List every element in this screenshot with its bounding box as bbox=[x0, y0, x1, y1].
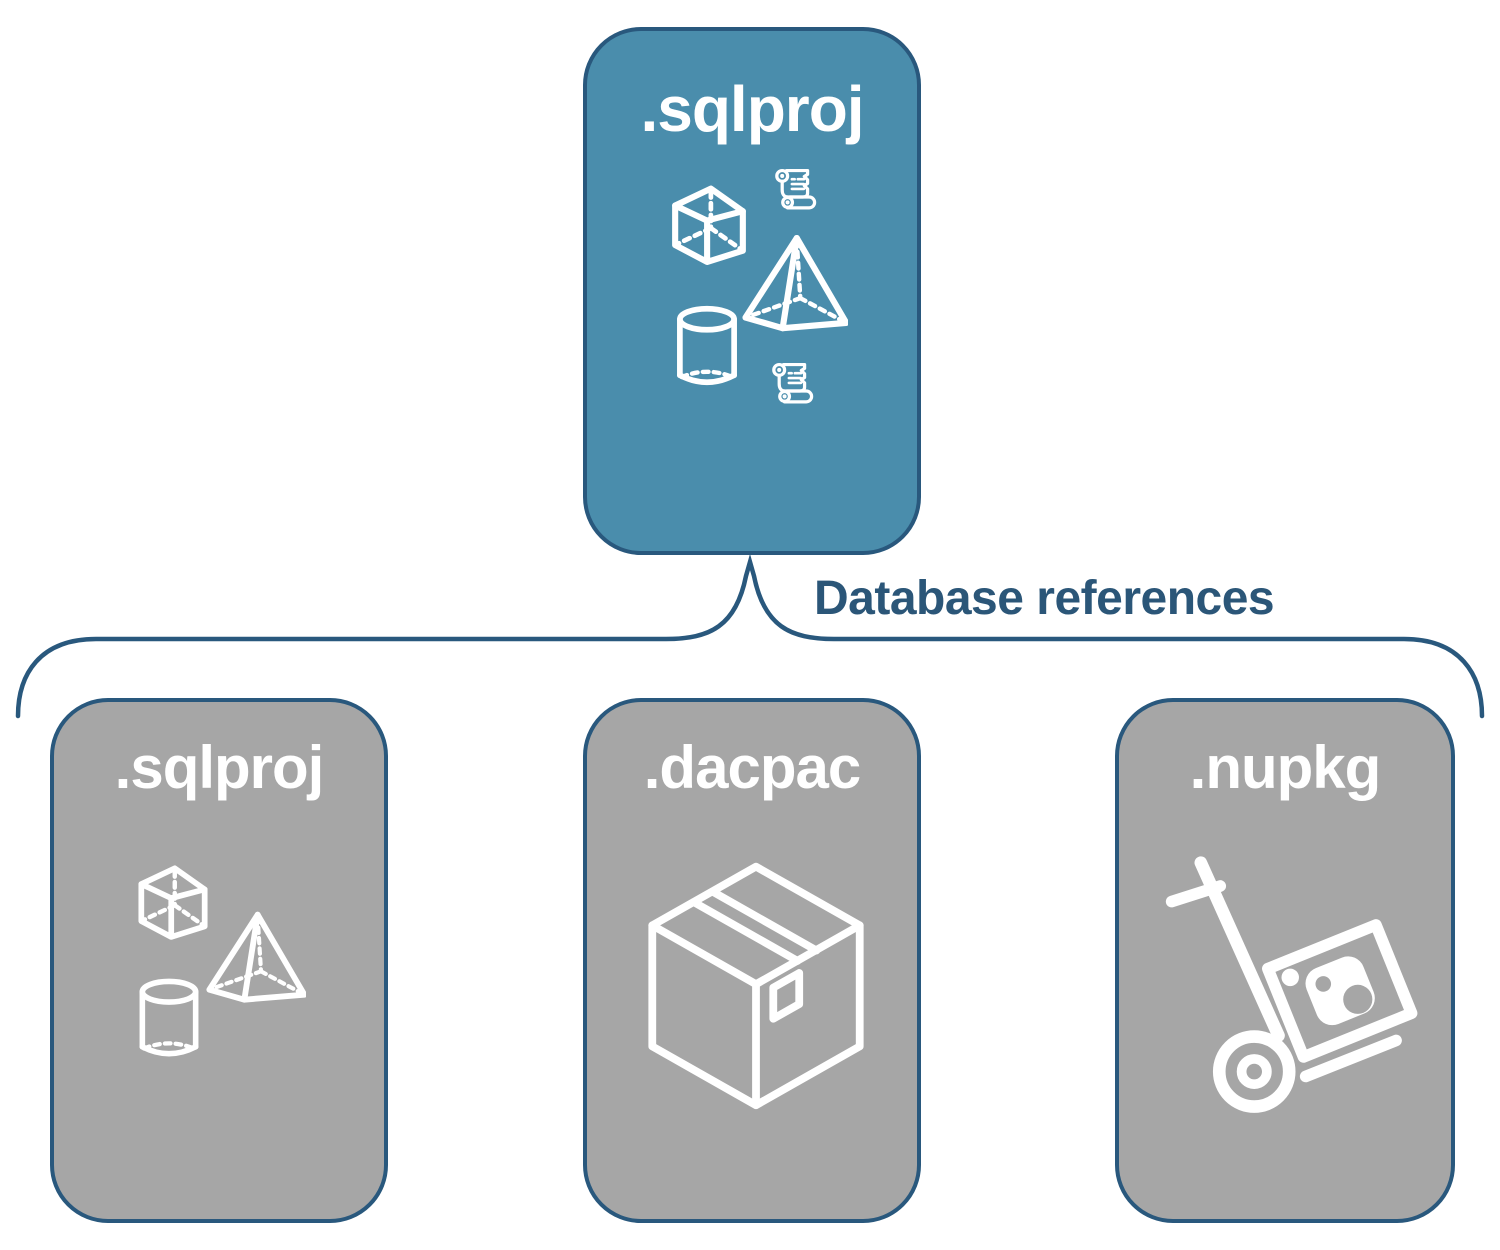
connector-label: Database references bbox=[814, 572, 1275, 625]
child-node-dacpac: .dacpac bbox=[583, 698, 921, 1223]
child-nupkg-icon-cluster bbox=[1160, 853, 1432, 1125]
child-node-title: .nupkg bbox=[1189, 734, 1382, 801]
pyramid-icon bbox=[209, 915, 304, 1000]
cylinder-icon bbox=[142, 981, 195, 1053]
package-box-icon bbox=[652, 867, 859, 1106]
hand-truck-nuget-icon bbox=[1172, 863, 1412, 1107]
pyramid-icon bbox=[746, 238, 847, 328]
parent-icon-cluster bbox=[630, 168, 930, 404]
child-node-sqlproj: .sqlproj bbox=[50, 698, 388, 1223]
child-node-nupkg: .nupkg bbox=[1115, 698, 1455, 1223]
parent-node-title: .sqlproj bbox=[640, 73, 864, 145]
parent-node-sqlproj: .sqlproj bbox=[583, 27, 921, 555]
child-node-title: .dacpac bbox=[643, 734, 861, 801]
child-sqlproj-icon-cluster bbox=[116, 850, 336, 1080]
scroll-icon bbox=[772, 362, 814, 404]
brace-connector bbox=[15, 553, 1485, 719]
child-dacpac-icon-cluster bbox=[635, 838, 877, 1120]
cylinder-icon bbox=[680, 309, 734, 383]
scroll-icon bbox=[775, 168, 817, 210]
child-node-title: .sqlproj bbox=[114, 734, 325, 801]
cube-icon bbox=[141, 868, 204, 937]
cube-icon bbox=[675, 189, 743, 262]
